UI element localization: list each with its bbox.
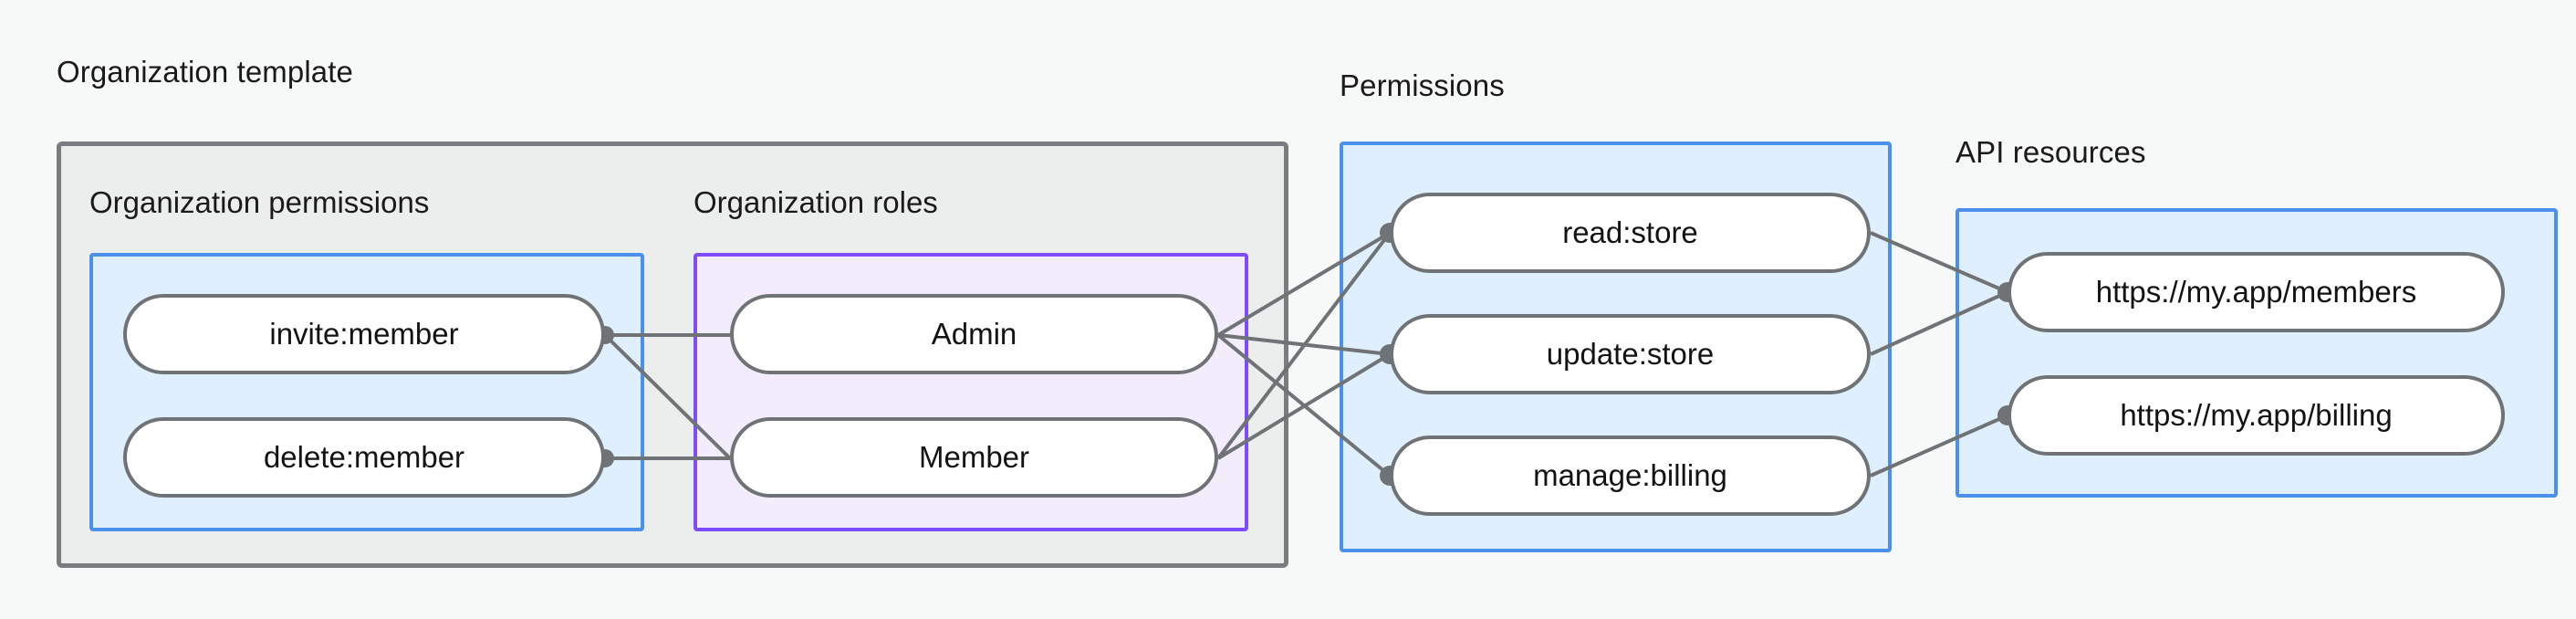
group-label-permissions: Permissions	[1340, 68, 1505, 102]
node-label-manage-billing: manage:billing	[1533, 458, 1727, 492]
node-label-members-url: https://my.app/members	[2095, 275, 2417, 309]
node-label-admin: Admin	[931, 317, 1017, 351]
node-update-store[interactable]: update:store	[1390, 314, 1871, 394]
node-delete-member[interactable]: delete:member	[123, 417, 605, 498]
node-label-invite-member: invite:member	[269, 317, 459, 351]
node-label-billing-url: https://my.app/billing	[2120, 398, 2393, 432]
node-members-url[interactable]: https://my.app/members	[2008, 252, 2505, 332]
node-label-member: Member	[918, 440, 1030, 474]
node-member[interactable]: Member	[730, 417, 1218, 498]
group-label-organization-template: Organization template	[57, 55, 353, 89]
node-admin[interactable]: Admin	[730, 294, 1218, 374]
subgroup-label-organization-roles: Organization roles	[694, 185, 938, 219]
node-label-update-store: update:store	[1546, 337, 1715, 371]
node-label-delete-member: delete:member	[263, 440, 465, 474]
node-label-read-store: read:store	[1562, 215, 1698, 249]
subgroup-label-organization-permissions: Organization permissions	[89, 185, 430, 219]
node-billing-url[interactable]: https://my.app/billing	[2008, 375, 2505, 456]
node-read-store[interactable]: read:store	[1390, 193, 1871, 273]
node-invite-member[interactable]: invite:member	[123, 294, 605, 374]
node-manage-billing[interactable]: manage:billing	[1390, 435, 1871, 516]
group-label-api-resources: API resources	[1955, 135, 2146, 169]
